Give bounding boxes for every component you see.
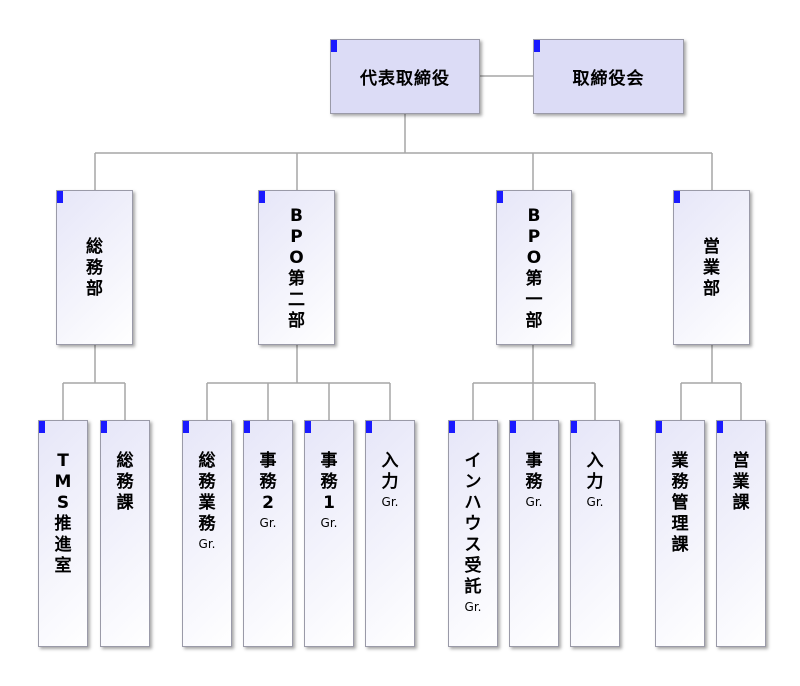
vertical-text: インハウス受託インハウス受託 xyxy=(464,451,482,597)
box-marker xyxy=(259,191,265,203)
box-marker xyxy=(534,40,540,52)
section-label-nyuryoku-b: 入力入力 Gr. xyxy=(571,451,619,510)
section-box[interactable]: インハウス受託インハウス受託 Gr. xyxy=(448,420,498,647)
box-marker xyxy=(101,421,107,433)
box-marker xyxy=(244,421,250,433)
section-box[interactable]: 総務業務総務業務 Gr. xyxy=(182,420,232,647)
dept-box[interactable]: BPO第一部BPO第一部 xyxy=(496,190,572,345)
box-marker xyxy=(571,421,577,433)
department-label-eigyo-bu: 営業部営業部 xyxy=(674,237,749,300)
dept-box[interactable]: 営業部営業部 xyxy=(673,190,750,345)
section-label-tms: TMS推進室TMS推進室 xyxy=(39,451,87,577)
section-box[interactable]: 営業課営業課 xyxy=(716,420,766,647)
section-box[interactable]: 事務事務 Gr. xyxy=(509,420,559,647)
box-marker xyxy=(39,421,45,433)
section-label-jimu2: 事務2事務2Gr. xyxy=(244,451,292,531)
group-suffix: Gr. xyxy=(586,495,604,509)
department-label-bpo1-bu: BPO第一部BPO第一部 xyxy=(497,206,571,332)
group-suffix: Gr. xyxy=(320,516,338,530)
group-suffix: Gr. xyxy=(464,600,482,614)
section-label-eigyo-ka: 営業課営業課 xyxy=(717,451,765,514)
vertical-text: TMS推進室TMS推進室 xyxy=(54,451,72,576)
vertical-text: 総務業務総務業務 xyxy=(198,451,216,534)
board-box[interactable]: 取締役会 xyxy=(533,39,684,114)
department-label-somu-bu: 総務部総務部 xyxy=(57,237,132,300)
vertical-text: 事務事務 xyxy=(525,451,543,492)
box-marker xyxy=(674,191,680,203)
box-marker xyxy=(366,421,372,433)
vertical-text: 営業部営業部 xyxy=(703,237,720,299)
vertical-text: 事務2事務2 xyxy=(259,451,277,513)
box-marker xyxy=(331,40,337,52)
section-label-jimu: 事務事務 Gr. xyxy=(510,451,558,510)
section-box[interactable]: TMS推進室TMS推進室 xyxy=(38,420,88,647)
dept-box[interactable]: 総務部総務部 xyxy=(56,190,133,345)
section-label-somu-ka: 総務課総務課 xyxy=(101,451,149,514)
section-box[interactable]: 総務課総務課 xyxy=(100,420,150,647)
box-marker xyxy=(449,421,455,433)
vertical-text: 入力入力 xyxy=(381,451,399,492)
section-box[interactable]: 入力入力 Gr. xyxy=(570,420,620,647)
ceo-label: 代表取締役 xyxy=(360,69,450,89)
box-marker xyxy=(510,421,516,433)
section-label-somu-gyomu: 総務業務総務業務 Gr. xyxy=(183,451,231,552)
section-label-nyuryoku-a: 入力入力 Gr. xyxy=(366,451,414,510)
board-label: 取締役会 xyxy=(572,69,645,89)
box-marker xyxy=(305,421,311,433)
group-suffix: Gr. xyxy=(198,537,216,551)
section-box[interactable]: 入力入力 Gr. xyxy=(365,420,415,647)
vertical-text: 業務管理課業務管理課 xyxy=(671,451,689,555)
group-suffix: Gr. xyxy=(381,495,399,509)
dept-box[interactable]: BPO第二部BPO第二部 xyxy=(258,190,335,345)
box-marker xyxy=(57,191,63,203)
section-label-gyomu-kanri: 業務管理課業務管理課 xyxy=(656,451,704,556)
ceo-box[interactable]: 代表取締役 xyxy=(330,39,480,114)
box-marker xyxy=(717,421,723,433)
section-label-inhouse: インハウス受託インハウス受託 Gr. xyxy=(449,451,497,615)
group-suffix: Gr. xyxy=(525,495,543,509)
vertical-text: 入力入力 xyxy=(586,451,604,492)
department-label-bpo2-bu: BPO第二部BPO第二部 xyxy=(259,206,334,332)
section-box[interactable]: 事務2事務2Gr. xyxy=(243,420,293,647)
vertical-text: 事務1事務1 xyxy=(320,451,338,513)
vertical-text: 営業課営業課 xyxy=(732,451,750,513)
vertical-text: 総務課総務課 xyxy=(116,451,134,513)
vertical-text: BPO第一部BPO第一部 xyxy=(525,205,543,331)
vertical-text: 総務部総務部 xyxy=(86,237,103,299)
group-suffix: Gr. xyxy=(259,516,277,530)
box-marker xyxy=(656,421,662,433)
section-label-jimu1: 事務1事務1Gr. xyxy=(305,451,353,531)
vertical-text: BPO第二部BPO第二部 xyxy=(288,205,305,331)
box-marker xyxy=(183,421,189,433)
section-box[interactable]: 業務管理課業務管理課 xyxy=(655,420,705,647)
box-marker xyxy=(497,191,503,203)
section-box[interactable]: 事務1事務1Gr. xyxy=(304,420,354,647)
